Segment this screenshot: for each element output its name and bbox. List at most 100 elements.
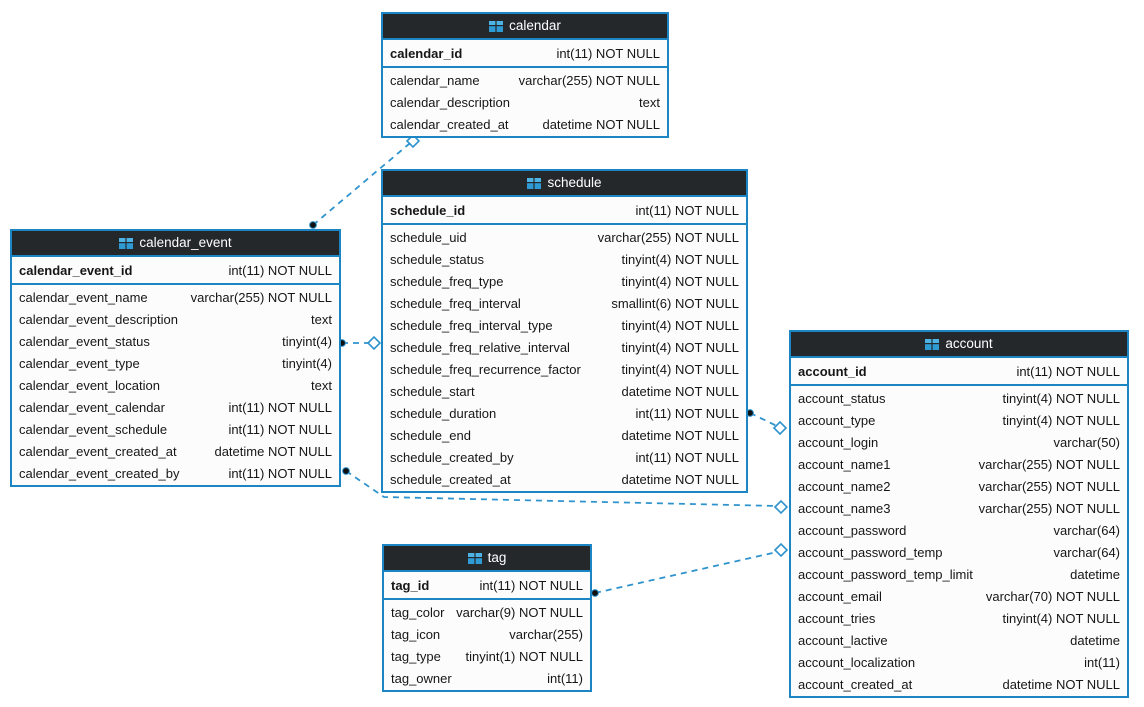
- column-name: calendar_event_id: [19, 262, 133, 278]
- column-type: int(11) NOT NULL: [479, 577, 583, 593]
- child-end-dot-marker: [591, 589, 599, 597]
- column-type: tinyint(4) NOT NULL: [1002, 610, 1120, 626]
- column-type: int(11): [547, 670, 583, 686]
- column-name: calendar_event_description: [19, 311, 178, 327]
- column-name: calendar_event_name: [19, 289, 148, 305]
- relationship-tag-account[interactable]: [594, 549, 782, 594]
- column-type: int(11): [1084, 654, 1120, 670]
- column-name: calendar_event_created_at: [19, 443, 177, 459]
- column-type: text: [639, 94, 660, 110]
- column-name: calendar_created_at: [390, 116, 509, 132]
- table-calendar_event[interactable]: calendar_event calendar_event_id int(11) N…: [10, 229, 341, 487]
- table-icon: [925, 338, 940, 350]
- table-title: schedule: [547, 175, 602, 190]
- primary-key-row: tag_id int(11) NOT NULL: [384, 570, 590, 600]
- column-name: account_login: [798, 434, 879, 450]
- table-title: calendar_event: [139, 235, 232, 250]
- column-type: datetime: [1070, 566, 1120, 582]
- table-icon: [489, 20, 504, 32]
- column-type: text: [311, 311, 332, 327]
- column-type: datetime NOT NULL: [1002, 676, 1120, 692]
- column-type: datetime NOT NULL: [542, 116, 660, 132]
- column-type: int(11) NOT NULL: [635, 449, 739, 465]
- column-type: int(11) NOT NULL: [228, 399, 332, 415]
- table-header[interactable]: calendar: [383, 14, 667, 38]
- parent-end-diamond-marker: [366, 335, 382, 351]
- column-type: int(11) NOT NULL: [635, 405, 739, 421]
- column-name: account_lactive: [798, 632, 888, 648]
- column-type: tinyint(4) NOT NULL: [1002, 412, 1120, 428]
- column-type: datetime NOT NULL: [621, 383, 739, 399]
- column-name: schedule_created_by: [390, 449, 514, 465]
- table-header[interactable]: calendar_event: [12, 231, 339, 255]
- parent-end-diamond-marker: [773, 499, 789, 515]
- table-header[interactable]: tag: [384, 546, 590, 570]
- column-type: varchar(64): [1053, 544, 1120, 560]
- column-name: calendar_event_created_by: [19, 465, 180, 481]
- column-name: account_email: [798, 588, 882, 604]
- column-name: tag_icon: [391, 626, 441, 642]
- parent-end-diamond-marker: [772, 420, 788, 436]
- column-name: schedule_created_at: [390, 471, 511, 487]
- primary-key-row: calendar_event_id int(11) NOT NULL: [12, 255, 339, 285]
- column-name: tag_id: [391, 577, 430, 593]
- column-type: varchar(255) NOT NULL: [978, 478, 1120, 494]
- column-row: calendar_event_created_by int(11) NOT NUL…: [12, 462, 339, 484]
- column-row: account_name1 varchar(255) NOT NULL: [791, 453, 1127, 475]
- column-row: schedule_duration int(11) NOT NULL: [383, 402, 746, 424]
- column-type: tinyint(4): [282, 355, 332, 371]
- table-header[interactable]: account: [791, 332, 1127, 356]
- column-name: schedule_uid: [390, 229, 467, 245]
- column-name: account_name3: [798, 500, 891, 516]
- column-name: account_password: [798, 522, 907, 538]
- column-name: schedule_freq_recurrence_factor: [390, 361, 581, 377]
- table-title: calendar: [509, 18, 561, 33]
- column-name: schedule_duration: [390, 405, 497, 421]
- child-end-dot-marker: [309, 221, 317, 229]
- column-name: account_type: [798, 412, 876, 428]
- column-type: varchar(9) NOT NULL: [456, 604, 583, 620]
- column-name: schedule_end: [390, 427, 471, 443]
- column-type: int(11) NOT NULL: [635, 202, 739, 218]
- column-name: account_name1: [798, 456, 891, 472]
- column-type: int(11) NOT NULL: [228, 262, 332, 278]
- column-type: tinyint(1) NOT NULL: [465, 648, 583, 664]
- column-type: int(11) NOT NULL: [228, 465, 332, 481]
- column-name: account_name2: [798, 478, 891, 494]
- column-name: calendar_event_location: [19, 377, 160, 393]
- column-type: varchar(255): [509, 626, 583, 642]
- column-row: account_password_temp varchar(64): [791, 541, 1127, 563]
- column-type: varchar(255) NOT NULL: [518, 72, 660, 88]
- column-name: calendar_id: [390, 45, 463, 61]
- column-type: varchar(255) NOT NULL: [978, 456, 1120, 472]
- column-name: account_password_temp: [798, 544, 943, 560]
- column-name: account_tries: [798, 610, 876, 626]
- table-header[interactable]: schedule: [383, 171, 746, 195]
- column-name: calendar_description: [390, 94, 510, 110]
- column-type: datetime NOT NULL: [621, 427, 739, 443]
- column-type: tinyint(4): [282, 333, 332, 349]
- column-type: varchar(255) NOT NULL: [597, 229, 739, 245]
- column-type: varchar(64): [1053, 522, 1120, 538]
